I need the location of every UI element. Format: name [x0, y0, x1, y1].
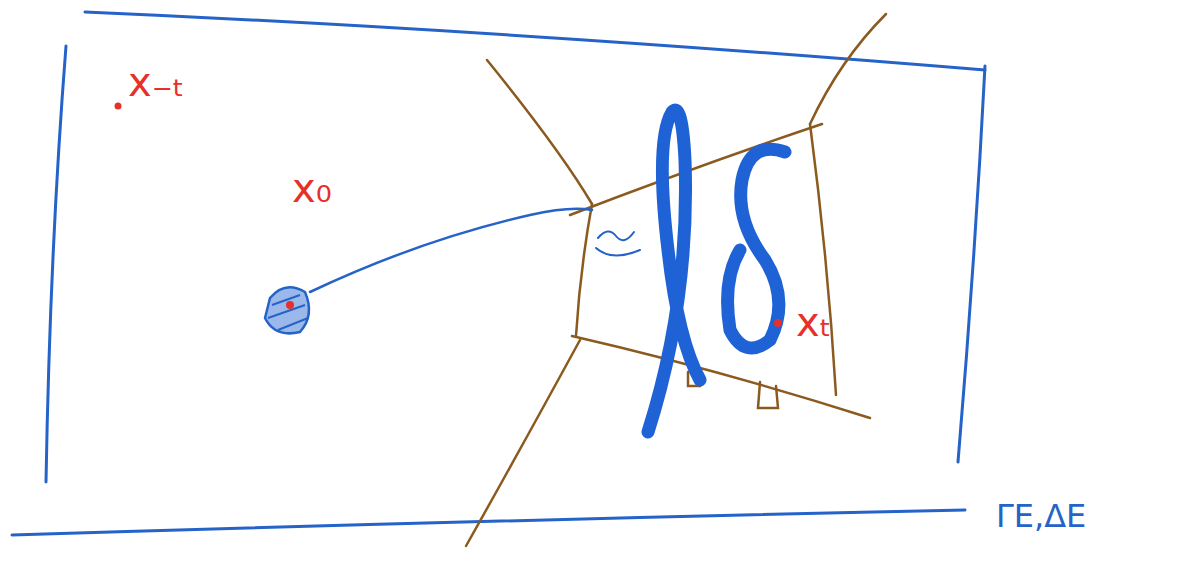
cell-right [810, 124, 836, 395]
phase-space-frame [12, 12, 985, 535]
math-label: x₀ [292, 168, 332, 208]
initial-cell [265, 287, 309, 333]
math-label: x₋ₜ [128, 62, 185, 102]
trajectory-line [310, 209, 592, 292]
evolved-region [728, 149, 785, 348]
past-point [115, 103, 122, 110]
evolved-region [648, 110, 700, 432]
cell-extension [810, 14, 886, 124]
cell-left [576, 204, 592, 336]
start-point [286, 301, 294, 309]
cell-extension [466, 340, 580, 546]
cell-top [570, 124, 822, 215]
math-label: xₜ [796, 302, 831, 342]
cell-extension [487, 60, 592, 204]
cell-bottom [572, 336, 870, 418]
frame-top [85, 12, 985, 70]
cell-grid [466, 14, 886, 546]
math-label: ΓE,ΔE [996, 500, 1086, 532]
frame-bottom [12, 510, 965, 535]
hatching [268, 295, 308, 330]
frame-left [46, 46, 66, 482]
trajectory [115, 103, 786, 433]
frame-right [958, 66, 985, 462]
end-point [774, 319, 782, 327]
cell-mark [758, 382, 778, 408]
squiggle [596, 231, 640, 255]
